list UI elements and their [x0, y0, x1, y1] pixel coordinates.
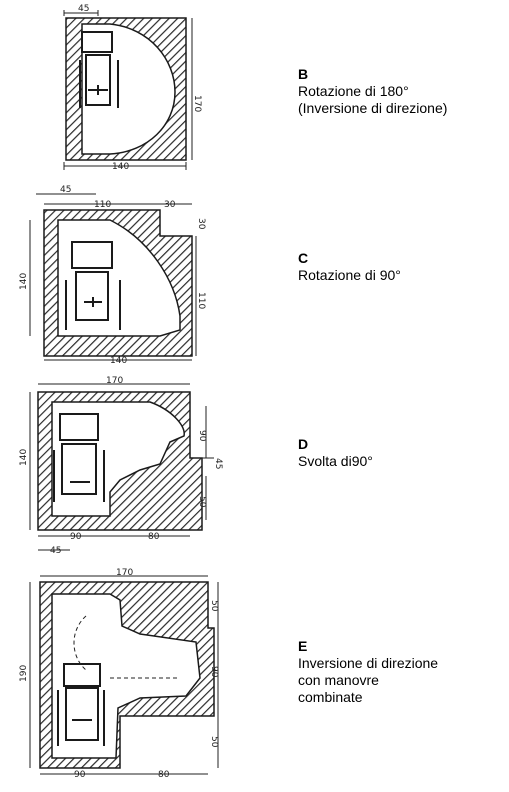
diagram-d-dim-bottom-right: 80	[148, 532, 160, 542]
wheelchair-icon	[57, 663, 105, 746]
wheelchair-icon	[65, 241, 121, 330]
diagram-c-dim-top-left: 45	[60, 185, 71, 195]
diagram-b-letter: B	[298, 66, 309, 82]
diagram-d-caption: D Svolta di90°	[298, 436, 373, 470]
diagram-e-line-1: Inversione di direzione	[298, 655, 439, 671]
diagram-e-dim-right-bottom: 50	[209, 736, 219, 748]
diagram-c-caption: C Rotazione di 90°	[298, 250, 401, 284]
diagram-e-dim-right-top: 50	[209, 600, 219, 612]
diagram-c-dim-left: 140	[19, 273, 29, 290]
diagram-b-line-1: Rotazione di 180°	[298, 83, 409, 99]
diagram-d-dim-right-bottom: 50	[197, 496, 207, 508]
diagram-e-dim-bottom-left: 90	[74, 770, 86, 780]
diagram-b-dim-top: 45	[78, 4, 89, 14]
diagram-c-dim-right-top: 30	[196, 218, 206, 230]
diagram-d: 170 140 90 45 50 90 80 45 D Svolta di90°	[0, 370, 509, 560]
diagram-d-line-1: Svolta di90°	[298, 453, 373, 469]
diagram-e-caption: E Inversione di direzione con manovre co…	[298, 638, 438, 706]
diagram-d-dim-right-small: 45	[213, 458, 223, 469]
diagram-e-drawing: 170 190 50 90 50 90 80	[19, 568, 219, 780]
diagram-b-walls	[65, 17, 187, 161]
diagram-b-line-2: (Inversione di direzione)	[298, 100, 448, 116]
diagram-e-line-3: combinate	[298, 689, 363, 705]
diagram-e: 170 190 50 90 50 90 80 E Inversione di d…	[0, 560, 509, 792]
wheelchair-icon	[79, 31, 119, 108]
diagram-b-drawing: 45 140 170	[63, 4, 202, 172]
diagram-c-dim-right: 110	[196, 292, 206, 309]
diagram-b-caption: B Rotazione di 180° (Inversione di direz…	[298, 66, 447, 117]
diagram-c: 45 110 30 30 140 110 140 C Rotazione di …	[0, 180, 509, 370]
diagram-e-dim-right-mid: 90	[209, 666, 219, 678]
diagram-d-dim-left: 140	[19, 449, 29, 466]
wheelchair-icon	[53, 413, 105, 502]
diagram-b: 45 140 170 B Rotazione di 180° (Inversio…	[0, 0, 509, 180]
diagram-c-line-1: Rotazione di 90°	[298, 267, 401, 283]
diagram-e-dim-bottom-right: 80	[158, 770, 170, 780]
diagram-e-walls	[39, 581, 215, 769]
diagram-c-walls	[43, 209, 193, 357]
diagram-e-dim-top: 170	[116, 568, 133, 578]
diagram-c-dim-bottom: 140	[110, 356, 127, 366]
diagram-b-dim-right: 170	[192, 95, 202, 112]
diagram-d-dim-top: 170	[106, 376, 123, 386]
diagram-d-drawing: 170 140 90 45 50 90 80 45	[19, 376, 223, 556]
diagram-d-letter: D	[298, 436, 309, 452]
diagram-d-dim-right-top: 90	[197, 430, 207, 442]
diagram-d-dim-bottom-left: 90	[70, 532, 82, 542]
diagram-c-dim-top-mid: 110	[94, 200, 111, 210]
diagram-c-letter: C	[298, 250, 309, 266]
diagram-e-letter: E	[298, 638, 308, 654]
diagram-c-drawing: 45 110 30 30 140 110 140	[19, 185, 206, 366]
diagram-e-line-2: con manovre	[298, 672, 379, 688]
diagram-e-dim-left: 190	[19, 665, 29, 682]
diagram-c-dim-top-right: 30	[164, 200, 176, 210]
diagram-d-dim-bottom-small: 45	[50, 546, 61, 556]
diagram-b-dim-bottom: 140	[112, 162, 129, 172]
